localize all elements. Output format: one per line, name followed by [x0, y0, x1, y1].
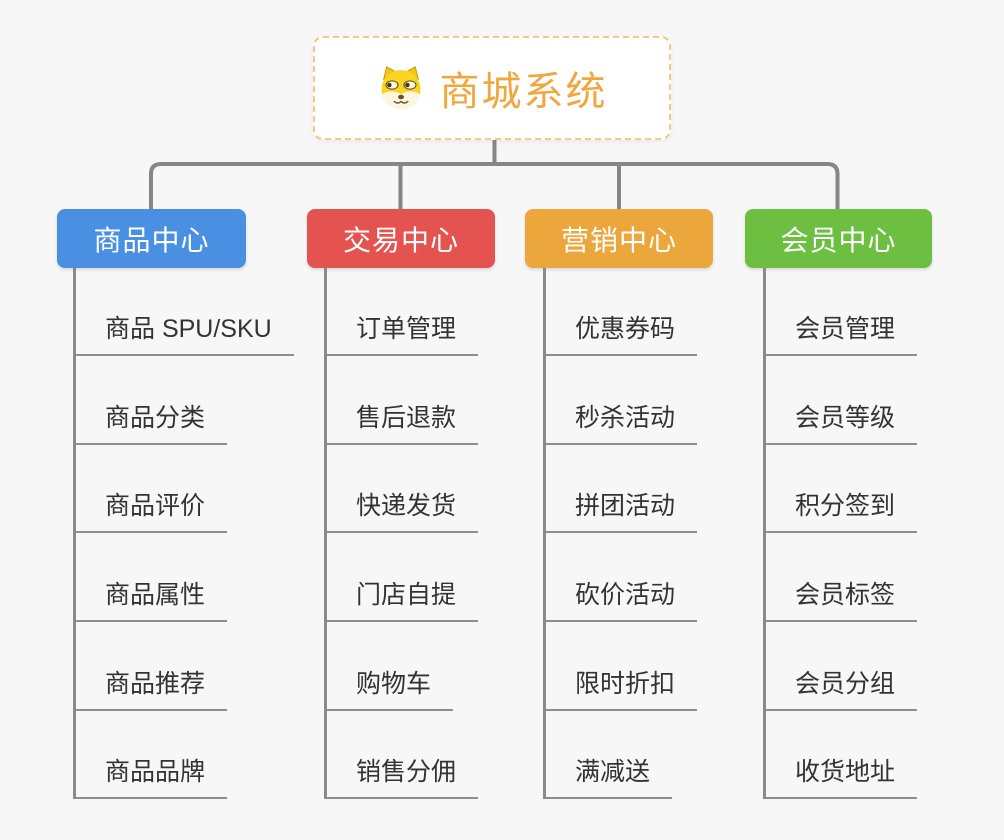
leaf-item[interactable]: 商品品牌 — [73, 711, 228, 800]
leaf-item[interactable]: 售后退款 — [324, 356, 479, 445]
leaf-item[interactable]: 订单管理 — [324, 268, 479, 357]
branch-node-member-center[interactable]: 会员中心 — [745, 209, 932, 268]
branch-label: 商品中心 — [93, 224, 210, 256]
leaf-item[interactable]: 收货地址 — [763, 711, 918, 800]
leaf-column-marketing: 优惠券码 秒杀活动 拼团活动 砍价活动 限时折扣 满减送 — [543, 267, 698, 800]
leaf-item[interactable]: 商品属性 — [73, 533, 228, 622]
root-node[interactable]: 商城系统 — [313, 36, 671, 140]
leaf-item[interactable]: 会员分组 — [763, 622, 918, 711]
leaf-column-member: 会员管理 会员等级 积分签到 会员标签 会员分组 收货地址 — [763, 267, 918, 800]
leaf-item[interactable]: 积分签到 — [763, 445, 918, 534]
leaf-item[interactable]: 门店自提 — [324, 533, 479, 622]
leaf-item[interactable]: 秒杀活动 — [543, 356, 698, 445]
leaf-column-trade: 订单管理 售后退款 快递发货 门店自提 购物车 销售分佣 — [324, 267, 479, 800]
leaf-item[interactable]: 会员管理 — [763, 268, 918, 357]
leaf-item[interactable]: 砍价活动 — [543, 533, 698, 622]
leaf-item[interactable]: 限时折扣 — [543, 622, 698, 711]
leaf-item[interactable]: 快递发货 — [324, 445, 479, 534]
root-title: 商城系统 — [439, 70, 608, 114]
leaf-item[interactable]: 商品评价 — [73, 445, 228, 534]
branch-node-marketing-center[interactable]: 营销中心 — [525, 209, 713, 268]
leaf-column-product: 商品 SPU/SKU 商品分类 商品评价 商品属性 商品推荐 商品品牌 — [73, 267, 294, 800]
branch-node-product-center[interactable]: 商品中心 — [57, 209, 246, 268]
leaf-item[interactable]: 商品 SPU/SKU — [73, 268, 294, 357]
leaf-item[interactable]: 满减送 — [543, 711, 673, 800]
branch-label: 会员中心 — [780, 224, 897, 256]
branch-node-trade-center[interactable]: 交易中心 — [307, 209, 495, 268]
leaf-item[interactable]: 商品推荐 — [73, 622, 228, 711]
leaf-item[interactable]: 优惠券码 — [543, 268, 698, 357]
leaf-item[interactable]: 会员等级 — [763, 356, 918, 445]
leaf-item[interactable]: 会员标签 — [763, 533, 918, 622]
leaf-item[interactable]: 购物车 — [324, 622, 454, 711]
leaf-item[interactable]: 拼团活动 — [543, 445, 698, 534]
leaf-item[interactable]: 商品分类 — [73, 356, 228, 445]
doge-dog-face-icon — [381, 66, 420, 109]
branch-label: 交易中心 — [342, 224, 459, 256]
leaf-item[interactable]: 销售分佣 — [324, 711, 479, 800]
branch-label: 营销中心 — [560, 224, 677, 256]
